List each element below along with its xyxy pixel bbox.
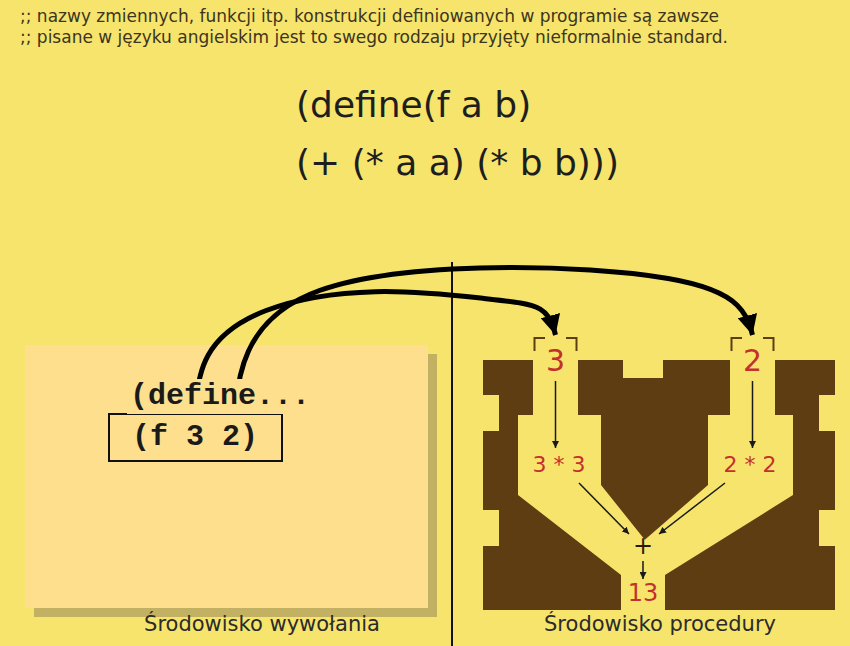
call-environment-panel: (define... (f 3 2) (25, 345, 428, 608)
divider-line (451, 262, 453, 646)
call-text: (f 3 2) (132, 420, 258, 455)
flow-arrow (642, 561, 644, 579)
code-line: (+ (* a a) (* b b))) (296, 142, 619, 183)
text-holder: (define... (127, 379, 313, 414)
procedure-machine: 3 * 3 2 * 2 +13 3 2 (483, 335, 835, 610)
text-holder: 2 * 2 (724, 452, 777, 477)
label-holder: Środowisko procedury (544, 612, 776, 636)
machine-notch (623, 360, 663, 378)
machine-notch (483, 395, 499, 431)
environment-label: Środowisko wywołania (144, 612, 380, 636)
flow-arrow (752, 381, 754, 448)
result-text: 13 (628, 579, 659, 607)
text-holder: 3 (533, 343, 578, 378)
label-holder: ;; pisane w języku angielskim jest to sw… (20, 27, 728, 47)
operator-text: + (633, 532, 653, 560)
label-holder: (define(f a b) (296, 84, 531, 125)
input-slot: 2 (730, 335, 775, 379)
label-holder: Środowisko wywołania (144, 612, 380, 636)
argument-value: 2 (743, 343, 762, 378)
comment-line: ;; nazwy zmiennych, funkcji itp. konstru… (20, 6, 719, 26)
argument-value: 3 (546, 343, 565, 378)
comment-line: ;; pisane w języku angielskim jest to sw… (20, 27, 728, 47)
flow-arrow (659, 483, 725, 534)
flow-arrow (555, 381, 557, 448)
label-holder: (+ (* a a) (* b b))) (296, 142, 619, 183)
input-slot: 3 (533, 335, 578, 379)
text-holder: 3 * 3 (533, 452, 586, 477)
label-holder: ;; nazwy zmiennych, funkcji itp. konstru… (20, 6, 719, 26)
text-holder: 13 (628, 579, 659, 607)
text-holder: 2 (730, 343, 775, 378)
product-text: 3 * 3 (533, 452, 586, 477)
text-holder: + (633, 532, 653, 560)
text-holder: (f 3 2) (132, 420, 259, 455)
code-line: (define(f a b) (296, 84, 531, 125)
machine-notch (819, 510, 835, 546)
call-box: (f 3 2) (108, 413, 283, 462)
machine-body (483, 360, 835, 610)
machine-notch (483, 510, 499, 546)
flow-arrow (579, 483, 629, 534)
code-text: (define... (127, 379, 313, 414)
machine-notch (819, 395, 835, 431)
environment-label: Środowisko procedury (544, 612, 776, 636)
product-text: 2 * 2 (724, 452, 777, 477)
